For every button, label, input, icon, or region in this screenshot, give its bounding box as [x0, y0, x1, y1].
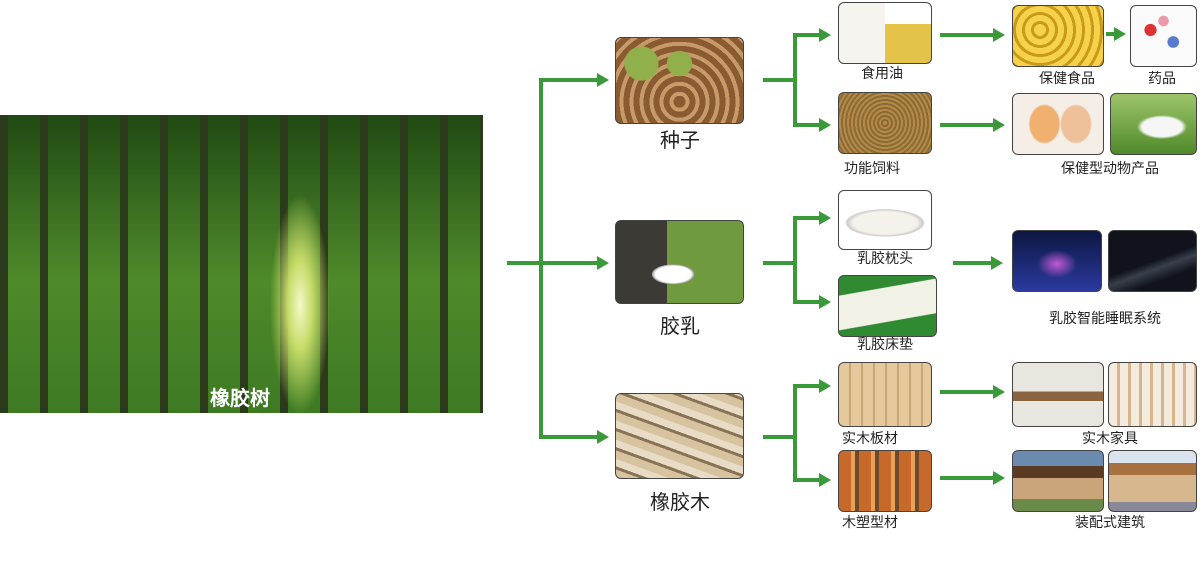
connector [507, 261, 541, 265]
building-image-2 [1108, 450, 1197, 512]
rubber-tree-photo [0, 115, 483, 413]
connector [1106, 32, 1116, 36]
health-food-image [1012, 5, 1104, 67]
animal-products-label: 保健型动物产品 [1061, 161, 1159, 177]
connector [793, 384, 821, 388]
arrow-icon [819, 295, 831, 309]
rubberwood-image [615, 393, 744, 479]
building-image-1 [1012, 450, 1104, 512]
wood-plastic-image [838, 450, 932, 512]
prefab-building-label: 装配式建筑 [1075, 515, 1145, 531]
connector [539, 78, 543, 439]
arrow-icon [993, 385, 1005, 399]
connector [953, 261, 993, 265]
arrow-icon [991, 256, 1003, 270]
edible-oil-image [838, 2, 932, 64]
sleep-system-label: 乳胶智能睡眠系统 [1049, 311, 1161, 327]
arrow-icon [1114, 27, 1126, 41]
arrow-icon [819, 211, 831, 225]
connector [763, 261, 797, 265]
sleep-system-image-2 [1108, 230, 1197, 292]
latex-pillow-label: 乳胶枕头 [857, 251, 913, 267]
sleep-system-image-1 [1012, 230, 1102, 292]
latex-image [615, 220, 744, 304]
arrow-icon [993, 28, 1005, 42]
wood-chairs-image [1108, 362, 1197, 427]
connector [940, 476, 995, 480]
arrow-icon [993, 118, 1005, 132]
connector [940, 123, 995, 127]
wood-plastic-label: 木塑型材 [842, 515, 898, 531]
latex-mattress-label: 乳胶床垫 [857, 337, 913, 353]
connector [763, 78, 797, 82]
solid-wood-board-label: 实木板材 [842, 431, 898, 447]
connector [793, 33, 821, 37]
latex-pillow-image [838, 190, 932, 250]
connector [793, 300, 821, 304]
solid-wood-furniture-label: 实木家具 [1082, 431, 1138, 447]
connector [793, 478, 821, 482]
wood-desk-image [1012, 362, 1104, 427]
eggs-image [1012, 93, 1104, 155]
arrow-icon [597, 73, 609, 87]
solid-wood-board-image [838, 362, 932, 427]
connector [793, 384, 797, 482]
feed-label: 功能饲料 [844, 161, 900, 177]
connector [793, 216, 821, 220]
connector [940, 33, 995, 37]
cow-image [1110, 93, 1197, 155]
edible-oil-label: 食用油 [861, 66, 903, 82]
feed-image [838, 92, 932, 154]
rubberwood-label: 橡胶木 [650, 490, 710, 514]
connector [539, 78, 599, 82]
health-food-label: 保健食品 [1039, 71, 1095, 87]
rubber-tree-label: 橡胶树 [210, 386, 270, 410]
latex-mattress-image [838, 275, 937, 337]
arrow-icon [597, 256, 609, 270]
connector [793, 33, 797, 127]
medicine-label: 药品 [1148, 71, 1176, 87]
arrow-icon [819, 379, 831, 393]
connector [793, 216, 797, 304]
connector [793, 123, 821, 127]
seed-image [615, 37, 744, 124]
medicine-image [1130, 5, 1197, 67]
arrow-icon [819, 473, 831, 487]
latex-label: 胶乳 [660, 314, 700, 338]
arrow-icon [993, 471, 1005, 485]
arrow-icon [819, 118, 831, 132]
arrow-icon [597, 430, 609, 444]
seed-label: 种子 [660, 128, 700, 152]
connector [763, 435, 797, 439]
connector [539, 435, 599, 439]
connector [539, 261, 599, 265]
connector [940, 390, 995, 394]
arrow-icon [819, 28, 831, 42]
